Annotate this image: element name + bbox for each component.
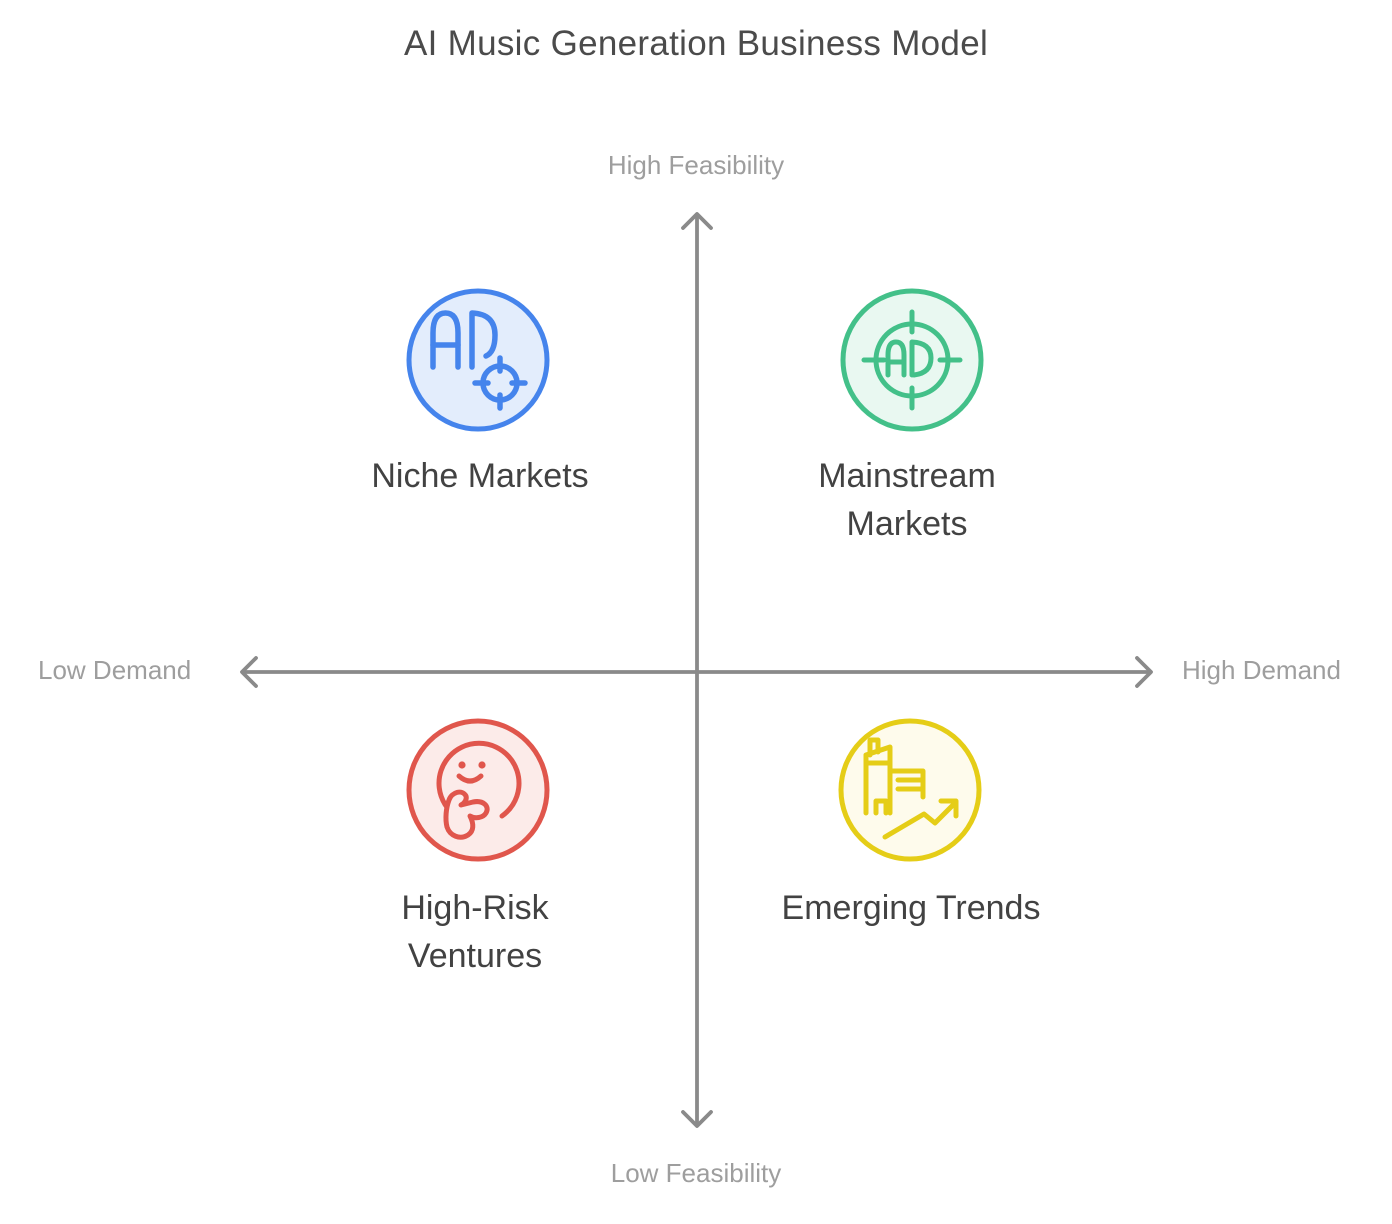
quadrant-label-mainstream-markets: Mainstream Markets (818, 457, 996, 543)
icon-circle-bg (406, 718, 550, 862)
hand-on-chin-shape (443, 789, 490, 840)
arrow-up-icon (681, 212, 713, 230)
axis-label-low-demand: Low Demand (38, 655, 192, 685)
thinking-face-artwork (436, 740, 522, 819)
arrow-left-icon (240, 656, 258, 688)
page-title: AI Music Generation Business Model (403, 24, 989, 63)
building-growth-icon (838, 718, 982, 862)
axis-label-high-feasibility: High Feasibility (607, 150, 785, 180)
right-eye-dot (478, 761, 486, 769)
arrow-right-icon (1135, 656, 1153, 688)
quadrant-label-niche-markets: Niche Markets (371, 457, 589, 495)
quadrant-label-emerging-trends: Emerging Trends (781, 889, 1041, 927)
axis-label-high-demand: High Demand (1182, 655, 1341, 685)
quadrant-label-high-risk-ventures: High-Risk Ventures (401, 889, 549, 975)
ad-target-artwork (430, 310, 528, 411)
ad-crosshair-icon (840, 288, 984, 432)
axes-lines (240, 212, 1153, 1128)
ad-target-icon (406, 288, 550, 432)
left-eye-dot (458, 761, 466, 769)
building-growth-artwork (863, 737, 959, 840)
axis-label-low-feasibility: Low Feasibility (610, 1158, 782, 1188)
ad-crosshair-artwork (861, 309, 963, 411)
arrow-down-icon (681, 1110, 713, 1128)
thinking-face-icon (406, 718, 550, 862)
